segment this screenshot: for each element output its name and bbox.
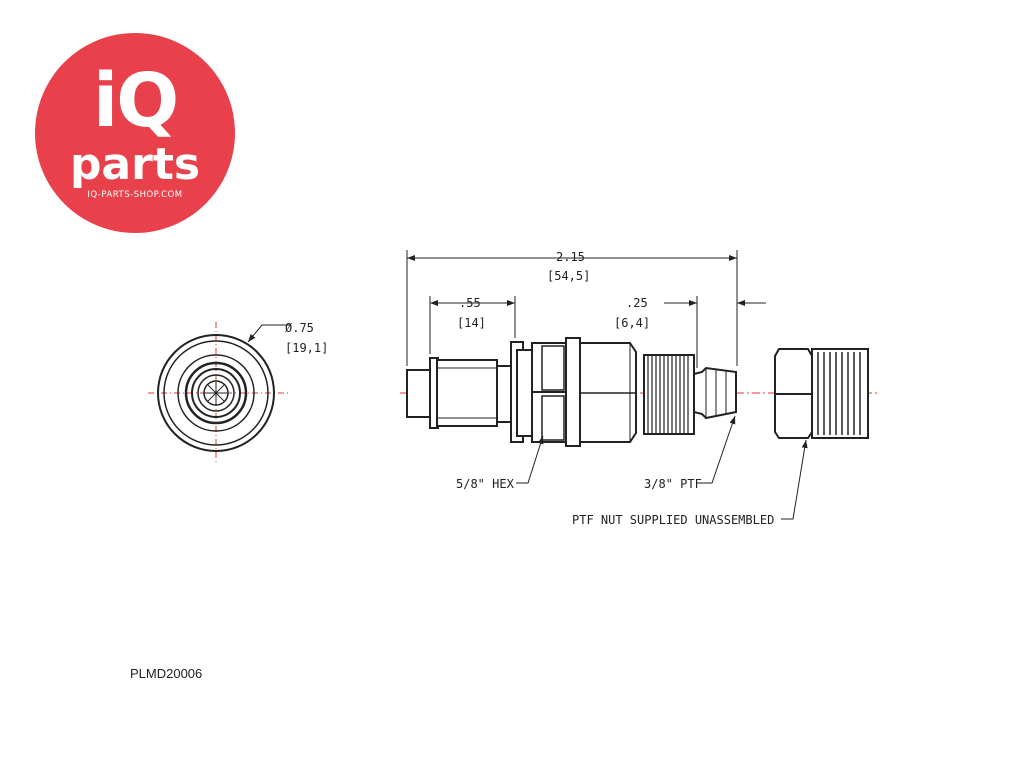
hex-callout-label: 5/8" HEX [456, 477, 515, 491]
end-view-ring-4 [184, 361, 248, 425]
overall-mm-label: [54,5] [547, 269, 590, 283]
callout-leaders [516, 415, 808, 520]
logo-iq-text: iQ [92, 58, 179, 144]
ptf-nut [774, 348, 869, 439]
dimension-lines [406, 250, 766, 368]
iq-parts-logo: iQ parts IQ-PARTS-SHOP.COM [35, 33, 235, 233]
nut-callout-label: PTF NUT SUPPLIED UNASSEMBLED [572, 513, 774, 527]
end-view-ring-3 [177, 354, 255, 432]
logo-url-text: IQ-PARTS-SHOP.COM [87, 190, 183, 200]
tip-inch-label: .55 [459, 296, 481, 310]
side-view-body [406, 337, 737, 447]
end-view-outer-ring [157, 334, 275, 452]
coupler-sleeve [436, 359, 498, 427]
logo-parts-text: parts [69, 139, 201, 190]
thread-lines [647, 355, 689, 434]
nut-knurl-lines [817, 352, 861, 435]
tip-mm-label: [14] [457, 316, 486, 330]
ptf-leader [698, 415, 736, 484]
end-view-ring-2 [163, 340, 269, 446]
ptf-callout-label: 3/8" PTF [644, 477, 702, 491]
nut-knurled-grip [811, 348, 869, 439]
overall-inch-label: 2.15 [556, 250, 585, 264]
thread-mm-label: [6,4] [614, 316, 650, 330]
hex-leader [516, 435, 544, 484]
end-view-valve-spokes [205, 382, 227, 404]
coupler-hose-barb [693, 366, 737, 420]
end-view-valve-core [203, 380, 229, 406]
end-view [148, 322, 290, 465]
diameter-leader [247, 324, 290, 343]
diameter-inch-label: Ø.75 [285, 321, 314, 335]
part-number: PLMD20006 [130, 666, 203, 681]
nut-leader [781, 439, 808, 520]
coupler-rear-ring [565, 337, 581, 447]
coupler-flange-2 [516, 349, 533, 437]
end-view-ring-5 [191, 368, 241, 418]
diameter-mm-label: [19,1] [285, 341, 328, 355]
coupler-nose [406, 369, 433, 418]
end-view-ring-6 [197, 374, 235, 412]
coupler-collar [496, 365, 512, 423]
thread-inch-label: .25 [626, 296, 648, 310]
